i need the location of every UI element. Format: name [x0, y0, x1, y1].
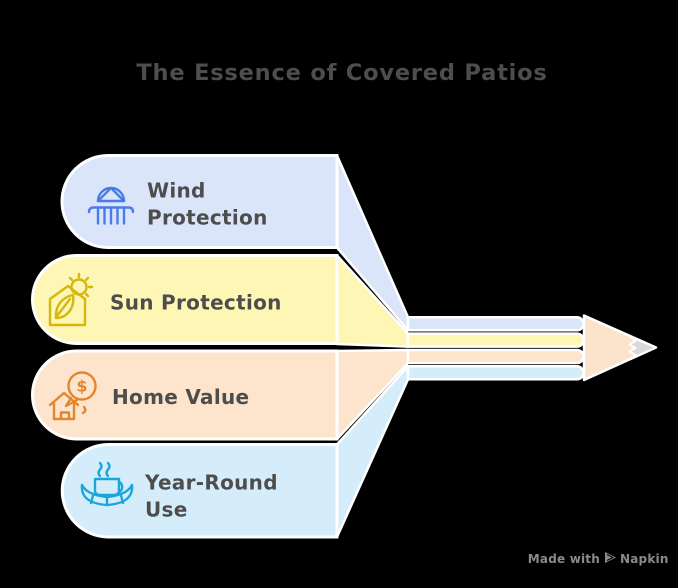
label-home-value: Home Value	[112, 385, 249, 409]
row-home-value	[31, 349, 339, 441]
arrow-head	[582, 314, 658, 382]
row-sun-protection	[31, 254, 339, 345]
arrow-stripes	[406, 316, 585, 381]
credit: Made with Napkin	[528, 552, 669, 566]
dollar-sign-glyph: $	[76, 377, 87, 396]
credit-prefix: Made with	[528, 552, 600, 566]
row-year-round-use	[60, 443, 339, 539]
row-wind-protection	[60, 154, 339, 249]
stripe-sun-protection	[406, 332, 585, 348]
eco-house-sun-icon	[48, 272, 94, 327]
rows	[31, 154, 339, 539]
house-dollar-bubble-icon: $	[48, 371, 97, 421]
credit-brand: Napkin	[620, 552, 669, 566]
stripe-home-value	[406, 348, 585, 365]
page-title: The Essence of Covered Patios	[136, 60, 547, 86]
arrow-tip	[628, 335, 657, 360]
stripe-year-round-use	[406, 365, 585, 381]
steaming-mug-hammock-icon	[80, 461, 134, 507]
label-sun-protection: Sun Protection	[110, 291, 282, 315]
pergola-awning-icon	[87, 186, 135, 225]
napkin-logo-icon	[605, 552, 616, 563]
stripe-wind-protection	[406, 316, 585, 332]
